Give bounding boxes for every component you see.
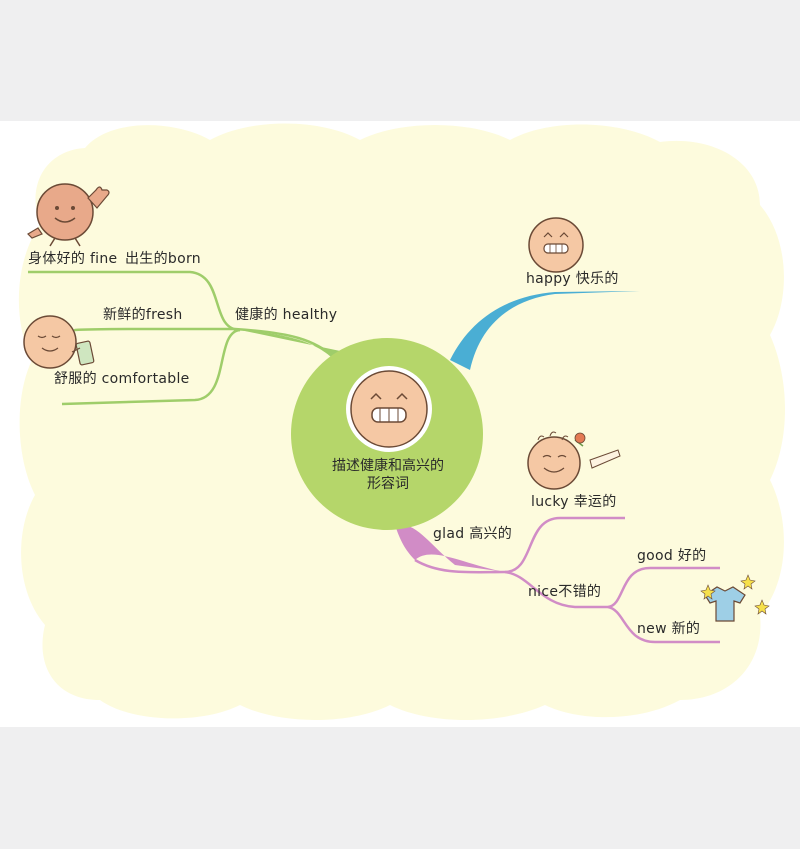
label-lucky: lucky 幸运的 bbox=[531, 494, 617, 510]
label-good: good 好的 bbox=[637, 548, 707, 564]
healthy-branch bbox=[28, 270, 345, 406]
label-fine: 身体好的 fine bbox=[28, 251, 118, 267]
label-healthy: 健康的 healthy bbox=[235, 307, 338, 323]
grinning-face-icon bbox=[370, 392, 408, 423]
shiny-shirt-icon bbox=[700, 574, 770, 622]
relaxed-face-with-drink-icon bbox=[23, 315, 95, 369]
happy-branch bbox=[450, 291, 640, 370]
center-node bbox=[291, 338, 483, 530]
label-new: new 新的 bbox=[637, 621, 701, 637]
label-fresh: 新鲜的fresh bbox=[103, 307, 183, 323]
lucky-face-with-flower-icon bbox=[527, 431, 621, 490]
label-comfortable: 舒服的 comfortable bbox=[54, 371, 190, 387]
label-happy: happy 快乐的 bbox=[526, 271, 619, 287]
center-title: 描述健康和高兴的 形容词 bbox=[300, 457, 476, 493]
center-title-line2: 形容词 bbox=[367, 476, 409, 492]
glad-branch bbox=[395, 516, 720, 644]
happy-face-icon bbox=[528, 217, 584, 273]
label-born: 出生的born bbox=[125, 251, 201, 267]
center-title-line1: 描述健康和高兴的 bbox=[332, 458, 444, 474]
label-glad: glad 高兴的 bbox=[433, 526, 513, 542]
label-nice: nice不错的 bbox=[528, 584, 602, 600]
thumbs-up-face-icon bbox=[27, 183, 110, 247]
